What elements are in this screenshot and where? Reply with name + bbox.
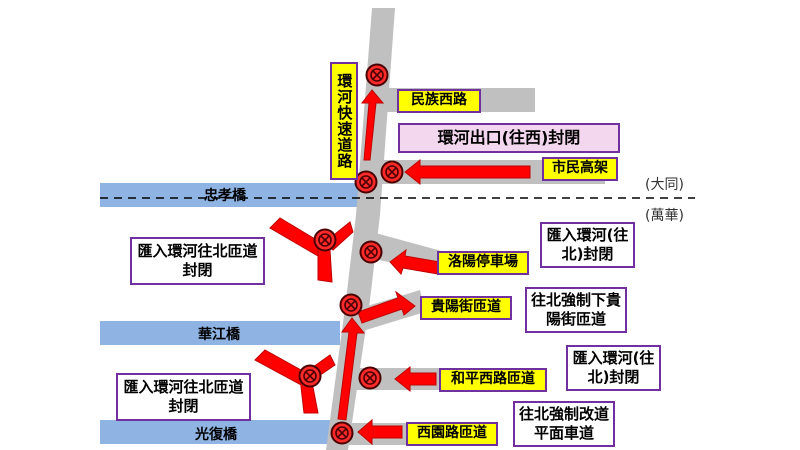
closed-circle-x-icon	[354, 170, 378, 194]
notice-merge-north-1: 匯入環河(往北)封閉	[540, 222, 635, 268]
arrow-xiyuan-inbound	[357, 418, 403, 446]
closed-circle-x-icon	[358, 366, 382, 390]
huajiang-bridge	[100, 321, 340, 345]
arrow-guiyang-outbound	[357, 290, 416, 324]
closed-circle-x-icon	[359, 240, 383, 264]
notice-exit-closed: 環河出口(往西)封閉	[398, 123, 620, 153]
closed-circle-x-icon	[339, 293, 363, 317]
arrow-shimin-inbound	[404, 158, 531, 186]
expressway-road	[326, 8, 395, 450]
closed-circle-x-icon	[330, 421, 354, 445]
notice-merge-north-2: 匯入環河(往北)封閉	[566, 345, 661, 391]
road-label-heping: 和平西路匝道	[439, 368, 547, 392]
district-label-north: (大同)	[645, 177, 684, 193]
notice-force-surface: 往北強制改道平面車道	[513, 401, 615, 447]
bridge-label-huajiang: 華江橋	[198, 327, 240, 343]
arrow-north-minzu	[360, 89, 385, 161]
notice-merge-closed-2: 匯入環河往北匝道封閉	[116, 373, 251, 421]
closed-circle-x-icon	[380, 160, 404, 184]
district-label-south: (萬華)	[645, 208, 684, 224]
closed-circle-x-icon	[365, 63, 389, 87]
road-label-xiyuan: 西園路匝道	[406, 422, 498, 446]
bridge-label-guangfu: 光復橋	[195, 427, 237, 443]
zhongxiao-bridge	[100, 183, 362, 207]
road-label-shimin: 市民高架	[542, 157, 618, 181]
expressway-label: 環河快速道路	[330, 62, 358, 180]
road-label-guiyang: 貴陽街匝道	[420, 296, 512, 320]
notice-force-guiyang: 往北強制下貴陽街匝道	[525, 287, 627, 333]
closed-circle-x-icon	[298, 364, 322, 388]
arrow-expressway-north	[337, 317, 366, 421]
arrow-heping-inbound	[394, 365, 437, 393]
guangfu-bridge	[100, 420, 338, 444]
bridge-label-zhongxiao: 忠孝橋	[204, 188, 246, 204]
notice-merge-closed-1: 匯入環河往北匝道封閉	[130, 237, 265, 285]
road-label-luoyang: 洛陽停車場	[437, 251, 529, 275]
road-label-minzu: 民族西路	[397, 89, 481, 113]
closed-circle-x-icon	[313, 228, 337, 252]
